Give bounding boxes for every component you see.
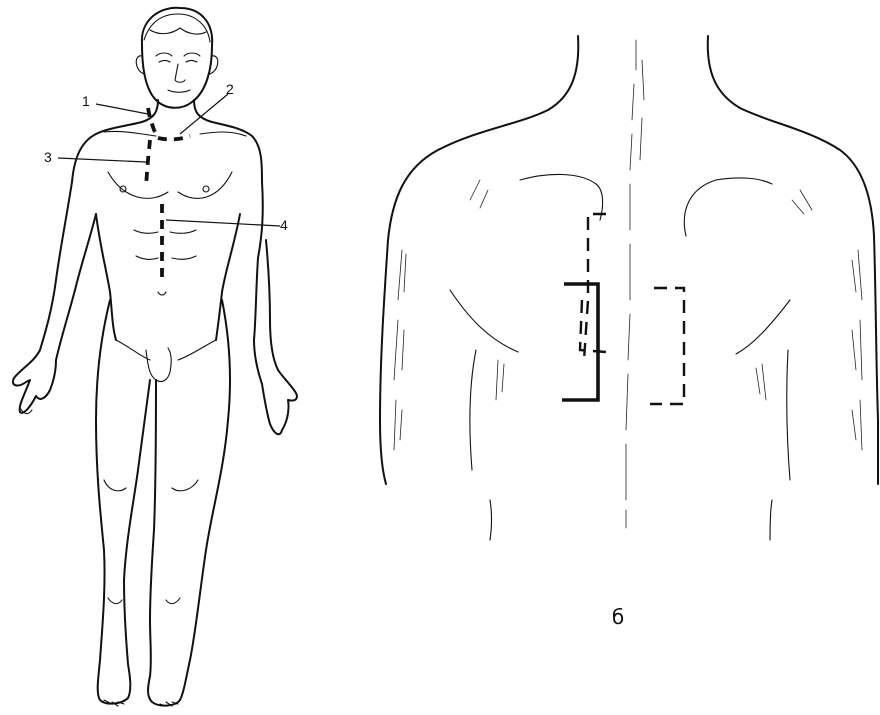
callouts: 1 2 3 4 [44, 81, 288, 233]
legs-outline [96, 300, 230, 706]
callout-leaders [58, 94, 280, 226]
back-incision-upper-dashed [584, 214, 606, 360]
incision-2 [158, 136, 190, 139]
callout-1: 1 [82, 93, 90, 109]
torso-outline [13, 100, 297, 434]
back-left-contour [380, 36, 578, 484]
callout-3: 3 [44, 149, 52, 165]
callout-2: 2 [226, 81, 234, 97]
back-view-figure: б [380, 36, 878, 629]
front-view-figure: 1 2 3 4 [13, 8, 297, 706]
back-incision-right-dashed [650, 288, 684, 404]
scapula-left [520, 174, 603, 220]
callout-4: 4 [280, 217, 288, 233]
leader-1 [96, 104, 148, 114]
leader-3 [58, 158, 146, 162]
scapula-right [684, 178, 772, 236]
spine-line [626, 40, 636, 528]
panel-label-b: б [612, 605, 624, 629]
back-right-contour [708, 36, 878, 484]
incision-lines-back [562, 214, 684, 404]
incision-3 [146, 140, 150, 186]
incision-lines-front [146, 108, 190, 278]
leader-2 [180, 94, 228, 134]
head-outline [136, 8, 218, 108]
